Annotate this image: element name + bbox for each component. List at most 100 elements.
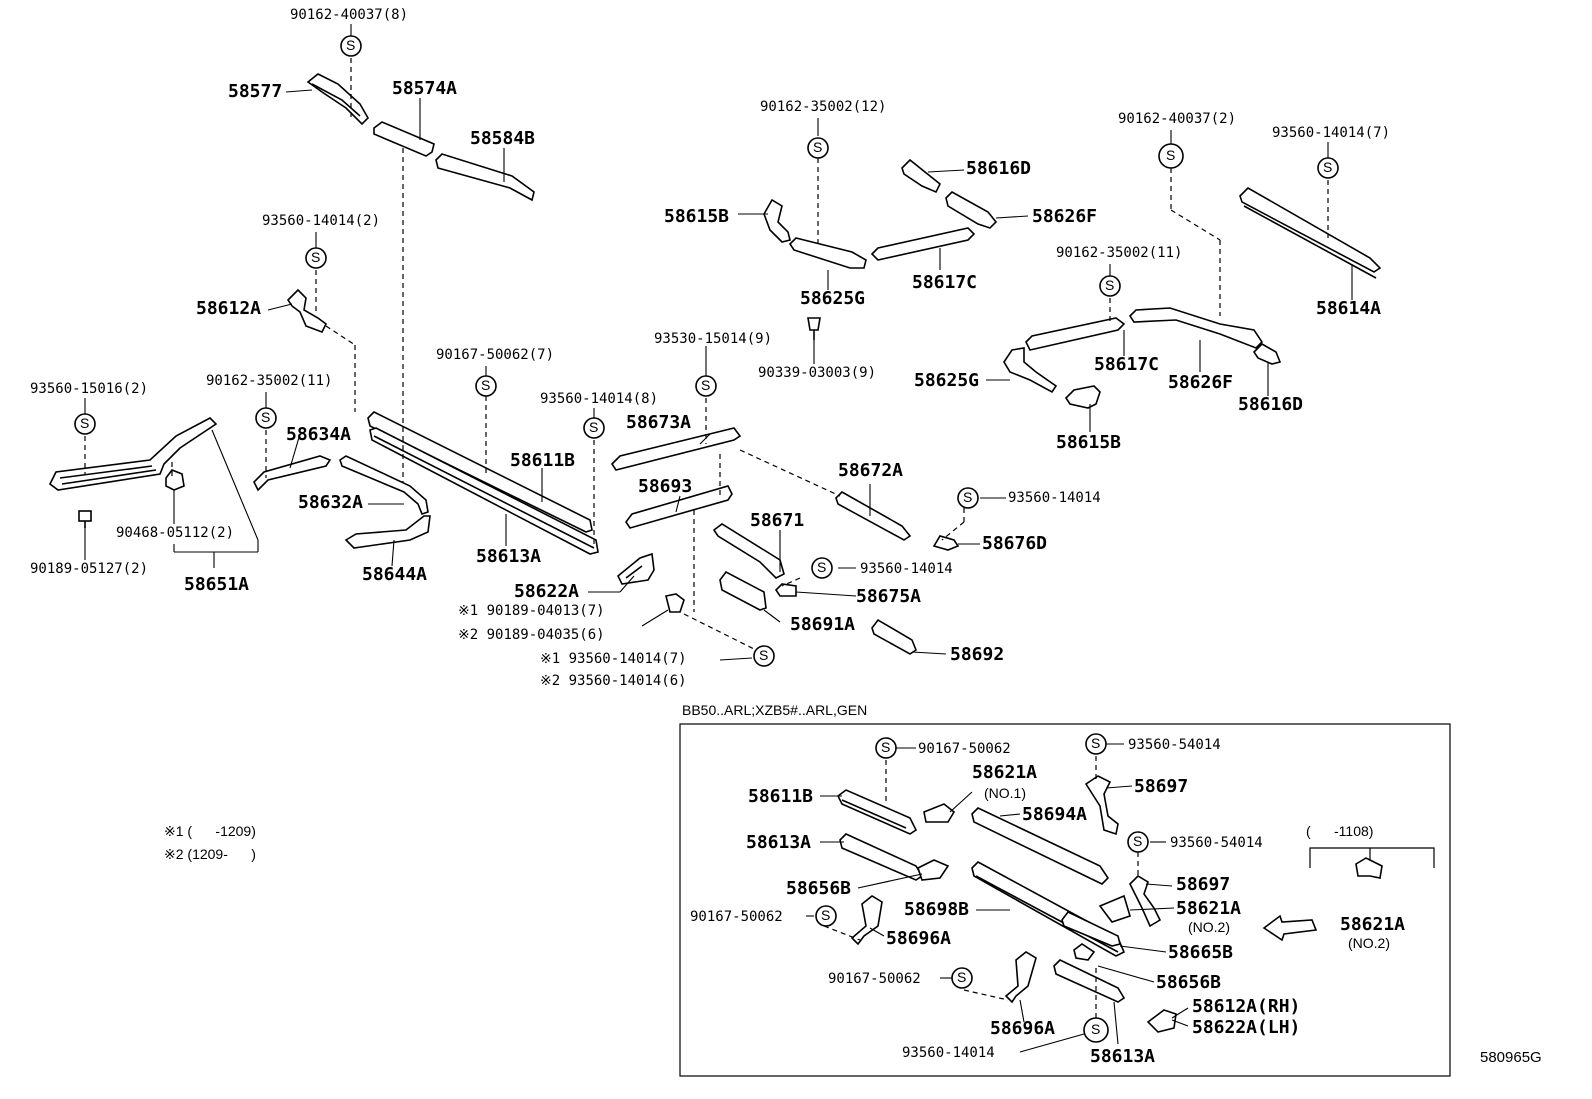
label-58617C-b: 58617C	[1094, 354, 1160, 375]
note-1: ※1 ( -1209)	[164, 823, 256, 839]
clip-90468	[165, 469, 185, 491]
fastener-symbols-upper	[74, 35, 1339, 667]
inset-label-58613A-b: 58613A	[1090, 1046, 1156, 1067]
bracket-58616D-a	[901, 158, 942, 194]
label-58574A: 58574A	[392, 78, 458, 99]
inset-label-no2-b: (NO.2)	[1348, 935, 1390, 951]
label-90189-05127-2: 90189-05127(2)	[30, 561, 149, 577]
inset-box	[679, 723, 1451, 1077]
inset-label-58622A-lh: 58622A(LH)	[1192, 1017, 1301, 1038]
fastener-s-12: S	[1166, 147, 1176, 163]
bar-58617C-b	[1025, 317, 1126, 351]
label-90189-04013-7: ※1 90189-04013(7)	[458, 603, 605, 619]
fastener-s-3: S	[80, 415, 90, 431]
label-58634A: 58634A	[286, 424, 352, 445]
label-93560-14014-b: 93560-14014	[860, 561, 953, 577]
bar-58692	[871, 618, 917, 655]
inset-label-58621A-no2: 58621A	[1176, 898, 1242, 919]
bar-58614A	[1239, 187, 1382, 279]
label-58617C-a: 58617C	[912, 272, 978, 293]
fastener-s-1: S	[346, 37, 356, 53]
variant-label: BB50..ARL;XZB5#..ARL,GEN	[682, 702, 868, 718]
inset-label-58613A-a: 58613A	[746, 832, 812, 853]
leader-lines	[84, 24, 1353, 661]
bracket-58615B-a	[763, 198, 791, 243]
bar-58626F-a	[945, 191, 998, 229]
label-58625G-a: 58625G	[800, 288, 866, 309]
inset-label-90167-50062-c: 90167-50062	[828, 971, 921, 987]
bracket-58616D-b	[1252, 343, 1282, 365]
inset-label-90167-50062-b: 90167-50062	[690, 909, 783, 925]
label-58577: 58577	[228, 81, 283, 102]
fastener-s-9: S	[813, 139, 823, 155]
fastener-s-14: S	[1105, 277, 1115, 293]
inset-label-58656B-b: 58656B	[1156, 972, 1222, 993]
member-58625G-b	[1003, 347, 1058, 394]
label-58673A: 58673A	[626, 412, 692, 433]
inset-label-58656B-a: 58656B	[786, 878, 852, 899]
inset-label-no1: (NO.1)	[984, 785, 1026, 801]
label-90162-40037-2: 90162-40037(2)	[1118, 111, 1237, 127]
inset-label-93560-14014: 93560-14014	[902, 1045, 995, 1061]
label-93560-14014-7-n1: ※1 93560-14014(7)	[540, 651, 687, 667]
plate-58693	[625, 485, 733, 529]
bar-58672A	[835, 491, 912, 541]
fastener-s-15: S	[881, 739, 891, 755]
label-58651A: 58651A	[184, 574, 250, 595]
bar-58634A	[253, 455, 332, 492]
bolt-90189-04013	[665, 593, 685, 613]
fastener-s-4: S	[261, 409, 271, 425]
label-58672A: 58672A	[838, 460, 904, 481]
fastener-s-2: S	[311, 249, 321, 265]
label-58671: 58671	[750, 510, 805, 531]
label-58626F-a: 58626F	[1032, 206, 1098, 227]
sill-58611B	[367, 411, 599, 555]
inset-label-58665B: 58665B	[1168, 942, 1234, 963]
inset-label-58611B: 58611B	[748, 786, 814, 807]
plate-58574A	[373, 121, 435, 157]
bracket-58612A	[286, 288, 328, 334]
label-58615B-a: 58615B	[664, 206, 730, 227]
fastener-s-20: S	[1091, 1021, 1101, 1037]
inset-leaders	[806, 743, 1189, 1053]
label-58625G-b: 58625G	[914, 370, 980, 391]
bar-58626F-b	[1128, 307, 1264, 349]
alignment-lines	[84, 58, 1329, 653]
label-90162-35002-12: 90162-35002(12)	[760, 99, 887, 115]
inset-range-label: ( -1108)	[1306, 823, 1374, 839]
inset-label-93560-54014-a: 93560-54014	[1128, 737, 1221, 753]
label-58584B: 58584B	[470, 128, 536, 149]
fastener-s-10: S	[963, 489, 973, 505]
label-58691A: 58691A	[790, 614, 856, 635]
label-58622A: 58622A	[514, 581, 580, 602]
fastener-s-5: S	[481, 377, 491, 393]
bracket-58615B-b	[1064, 385, 1101, 409]
bracket-58622A	[616, 552, 655, 585]
label-90339-03003-9: 90339-03003(9)	[758, 365, 877, 381]
label-58616D-b: 58616D	[1238, 394, 1304, 415]
label-58615B-b: 58615B	[1056, 432, 1122, 453]
fastener-s-16: S	[1091, 735, 1101, 751]
label-58676D: 58676D	[982, 533, 1048, 554]
label-58614A: 58614A	[1316, 298, 1382, 319]
label-58616D-a: 58616D	[966, 158, 1032, 179]
fastener-s-11: S	[817, 559, 827, 575]
bar-58584B	[435, 153, 535, 202]
inset-dashed	[823, 756, 1139, 1018]
inset-label-58698B: 58698B	[904, 899, 970, 920]
note-2: ※2 (1209- )	[164, 846, 256, 862]
label-58692: 58692	[950, 644, 1005, 665]
fastener-s-19: S	[957, 969, 967, 985]
label-93560-14014-7: 93560-14014(7)	[1272, 125, 1391, 141]
fastener-s-8: S	[759, 647, 769, 663]
label-93560-15016-2: 93560-15016(2)	[30, 381, 149, 397]
inset-label-58696A-b: 58696A	[990, 1018, 1056, 1039]
inset-label-58697-a: 58697	[1134, 776, 1189, 797]
bar-58617C-a	[870, 227, 976, 261]
label-58626F-b: 58626F	[1168, 372, 1234, 393]
label-58693: 58693	[638, 476, 693, 497]
label-58612A: 58612A	[196, 298, 262, 319]
label-90162-35002-11b: 90162-35002(11)	[1056, 245, 1183, 261]
inset-parts	[836, 775, 1383, 1033]
bracket-58577	[306, 73, 369, 126]
